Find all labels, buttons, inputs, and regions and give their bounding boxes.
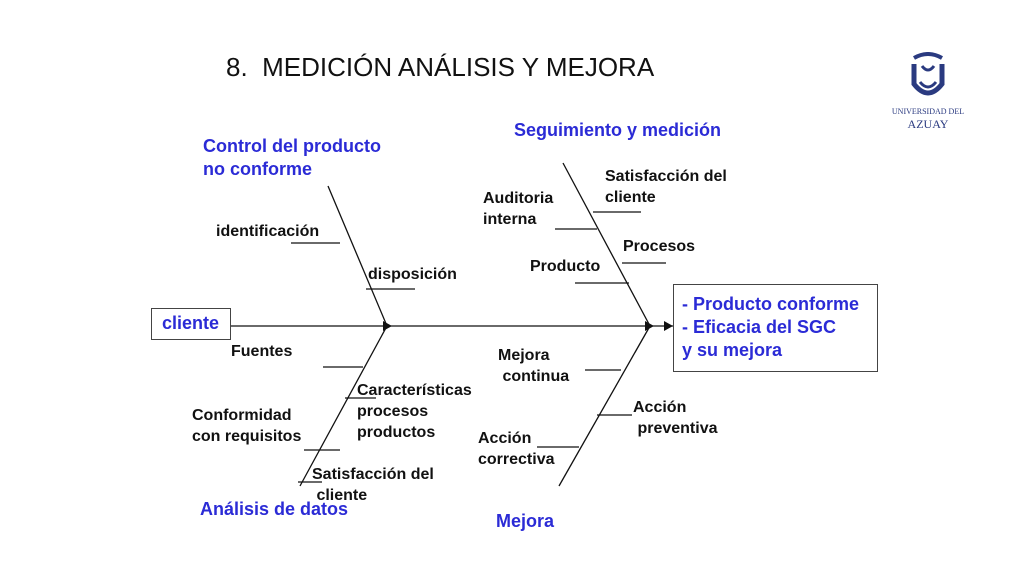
cause-auditoria: Auditoria interna bbox=[483, 190, 554, 228]
cause-disposicion: disposición bbox=[368, 266, 457, 283]
logo-text-line2: AZUAY bbox=[907, 117, 949, 131]
category-seguimiento: Seguimiento y medición bbox=[514, 120, 722, 140]
category-analisis: Análisis de datos bbox=[200, 499, 349, 519]
category-control: Control del producto no conforme bbox=[203, 136, 381, 179]
effect-line-1: - Producto conforme bbox=[682, 294, 860, 314]
bone-analisis bbox=[299, 325, 388, 487]
page-title: 8. MEDICIÓN ANÁLISIS Y MEJORA bbox=[226, 52, 655, 82]
bone-seguimiento bbox=[562, 162, 651, 327]
bone-mejora bbox=[558, 325, 651, 487]
cause-satisfaccion-bottom: Satisfacción del cliente bbox=[312, 466, 434, 504]
cause-satisfaccion-top: Satisfacción del cliente bbox=[605, 168, 727, 206]
cause-identificacion: identificación bbox=[216, 223, 320, 240]
university-logo: UNIVERSIDAD DEL AZUAY bbox=[884, 52, 972, 136]
arrow-head-left bbox=[383, 321, 392, 331]
cause-accion-preventiva: Acción preventiva bbox=[633, 399, 718, 437]
effect-box: - Producto conforme - Eficacia del SGC y… bbox=[673, 284, 878, 372]
logo-text-line1: UNIVERSIDAD DEL bbox=[891, 107, 965, 116]
logo-emblem-icon bbox=[911, 52, 945, 96]
cause-fuentes: Fuentes bbox=[231, 343, 293, 360]
bone-control bbox=[327, 185, 388, 327]
input-label: cliente bbox=[162, 313, 220, 333]
arrow-head-effect bbox=[664, 321, 673, 331]
cause-caracteristicas: Características procesos productos bbox=[357, 382, 472, 441]
input-box: cliente bbox=[151, 308, 231, 340]
effect-line-3: y su mejora bbox=[682, 340, 783, 360]
cause-accion-correctiva: Acción correctiva bbox=[478, 430, 555, 468]
effect-line-2: - Eficacia del SGC bbox=[682, 317, 837, 337]
arrow-head-right bbox=[645, 321, 654, 331]
cause-procesos: Procesos bbox=[623, 238, 696, 255]
cause-conformidad: Conformidad con requisitos bbox=[192, 407, 302, 445]
cause-mejora-continua: Mejora continua bbox=[498, 347, 570, 385]
category-mejora: Mejora bbox=[496, 511, 555, 531]
cause-producto: Producto bbox=[530, 258, 601, 275]
